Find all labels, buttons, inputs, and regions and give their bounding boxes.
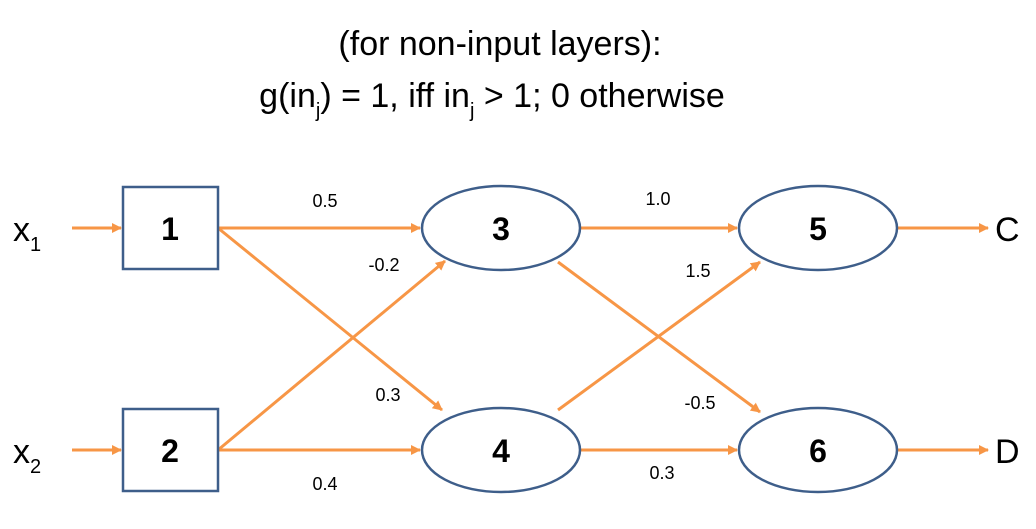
weight-label-2-3: -0.2 bbox=[368, 255, 399, 275]
node-5-ellipse bbox=[737, 184, 899, 272]
output-d-label: D bbox=[995, 433, 1020, 471]
title-line-2-part-2: ) = 1, iff in bbox=[320, 77, 470, 115]
title-line-1: (for non-input layers): bbox=[338, 25, 661, 63]
node-3-ellipse bbox=[420, 184, 582, 272]
weight-label-4-6: 0.3 bbox=[649, 463, 674, 483]
edges bbox=[72, 223, 989, 455]
weight-label-3-6: -0.5 bbox=[684, 393, 715, 413]
node-5-label: 5 bbox=[809, 211, 827, 247]
nodes: 1 2 3 4 5 6 bbox=[121, 184, 899, 494]
input-x2-sub: 2 bbox=[30, 456, 41, 478]
input-x1-sub: 1 bbox=[30, 234, 41, 256]
node-2-box bbox=[121, 407, 220, 493]
weight-label-3-5: 1.0 bbox=[645, 189, 670, 209]
title-line-2-sub-2: j bbox=[469, 100, 474, 122]
node-1-box bbox=[121, 185, 220, 271]
title-line-2-part-3: > 1; 0 otherwise bbox=[474, 77, 724, 115]
node-4-ellipse bbox=[420, 406, 582, 494]
input-x2-main: x bbox=[13, 433, 30, 471]
node-2-label: 2 bbox=[161, 433, 179, 469]
node-1-label: 1 bbox=[161, 211, 179, 247]
input-x1-main: x bbox=[13, 211, 30, 249]
node-6-ellipse bbox=[737, 406, 899, 494]
input-x1-label: x1 bbox=[13, 211, 41, 256]
node-6-label: 6 bbox=[809, 433, 827, 469]
title-line-2-part-1: g(in bbox=[259, 77, 316, 115]
weight-label-2-4: 0.4 bbox=[312, 474, 337, 494]
weight-label-4-5: 1.5 bbox=[685, 261, 710, 281]
node-4-label: 4 bbox=[492, 433, 510, 469]
title-line-2-sub-1: j bbox=[315, 100, 320, 122]
weight-label-1-3: 0.5 bbox=[312, 191, 337, 211]
edge-arrow-2-3 bbox=[217, 259, 446, 452]
input-x2-label: x2 bbox=[13, 433, 41, 478]
node-3-label: 3 bbox=[492, 211, 510, 247]
title-line-2: g(inj) = 1, iff inj > 1; 0 otherwise bbox=[259, 77, 725, 122]
output-c-label: C bbox=[995, 211, 1020, 249]
edge-weight-labels: 0.5 -0.2 0.3 0.4 1.0 1.5 -0.5 0.3 bbox=[312, 189, 715, 494]
weight-label-1-4: 0.3 bbox=[375, 385, 400, 405]
edge-arrow-3-6 bbox=[557, 260, 761, 414]
edge-arrow-1-4 bbox=[217, 226, 443, 412]
